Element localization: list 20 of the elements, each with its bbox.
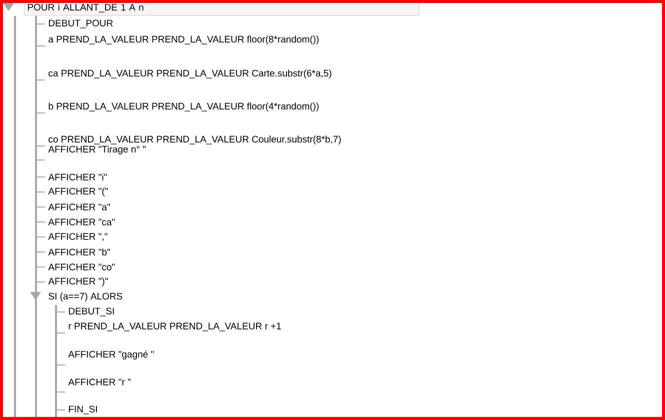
tree-item: AFFICHER "r " bbox=[68, 378, 130, 386]
tree-item: AFFICHER "Tirage n° " bbox=[48, 146, 146, 154]
tree-item: DEBUT_POUR bbox=[49, 20, 113, 28]
tree-item: AFFICHER "co" bbox=[48, 264, 115, 270]
tree-item: FIN_SI bbox=[69, 406, 97, 414]
tree-item: a PREND_LA_VALEUR PREND_LA_VALEUR floor(8*random()) bbox=[48, 36, 319, 44]
tree-item: ca PREND_LA_VALEUR PREND_LA_VALEUR Carte.substr(6*a,5) bbox=[48, 70, 332, 78]
tree-item: SI (a==7) ALORS bbox=[48, 292, 122, 302]
tree-item: co PREND_LA_VALEUR PREND_LA_VALEUR Couleur.substr(8*b,7) bbox=[48, 136, 341, 144]
tree-item: AFFICHER "i" bbox=[48, 174, 107, 180]
tree-item: b PREND_LA_VALEUR PREND_LA_VALEUR floor(4*random()) bbox=[48, 102, 319, 112]
tree-item: AFFICHER "gagné " bbox=[68, 350, 154, 360]
tree-item: AFFICHER "b" bbox=[48, 248, 110, 256]
tree-item: AFFICHER "a" bbox=[48, 204, 110, 210]
tree-item: AFFICHER "(" bbox=[48, 188, 108, 196]
tree-item: AFFICHER ")" bbox=[48, 278, 108, 286]
tree-item: r PREND_LA_VALEUR PREND_LA_VALEUR r +1 bbox=[68, 322, 281, 332]
tree-item: DEBUT_SI bbox=[69, 308, 114, 316]
tree-item: AFFICHER "ca" bbox=[48, 218, 115, 226]
tree-item: AFFICHER "," bbox=[48, 233, 108, 241]
